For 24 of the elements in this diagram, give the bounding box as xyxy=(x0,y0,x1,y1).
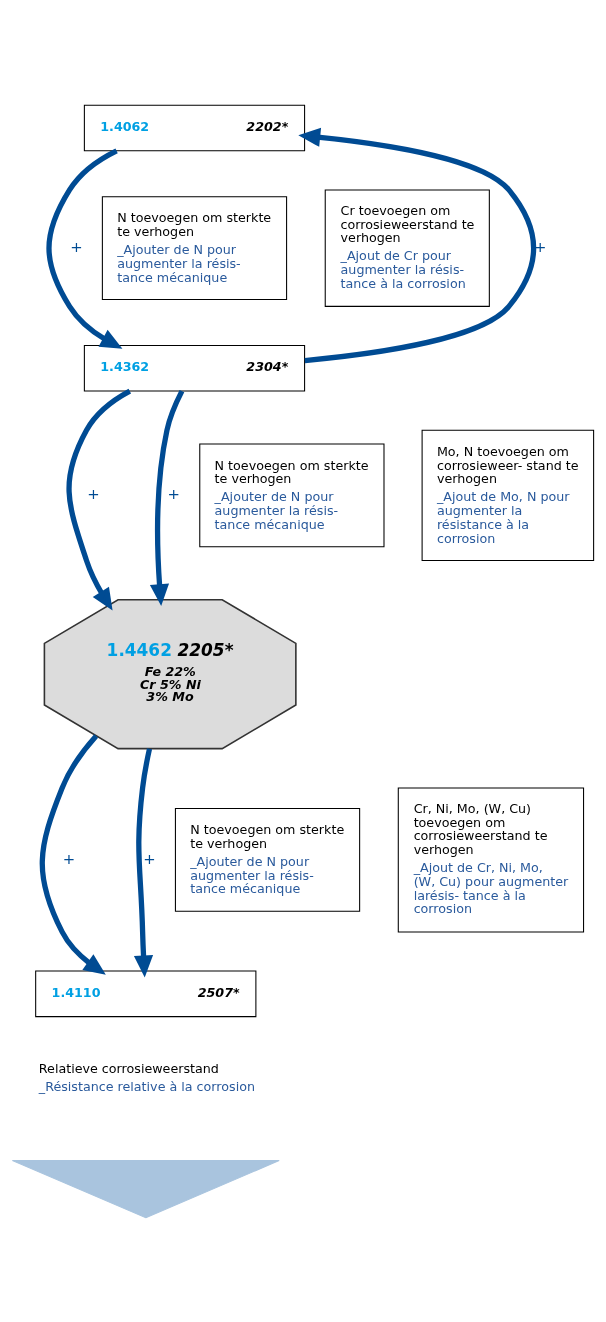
node-box: 1.4362 2304* xyxy=(83,344,306,392)
node-box: N toevoegen om sterkte te verhogen _Ajouter de N pour augmenter la résis- tance mécanique xyxy=(199,443,385,547)
node-arrow xyxy=(11,1159,280,1218)
edge-label: + xyxy=(143,849,156,867)
label: Relatieve corrosieweerstand xyxy=(38,1060,219,1076)
edge-label: + xyxy=(167,484,181,502)
node-box: 1.4110 2507* xyxy=(35,970,257,1017)
edge-label: + xyxy=(87,484,100,502)
node-box: N toevoegen om sterkte te verhogen _Ajouter de N pour augmenter la résis- tance mécanique xyxy=(174,807,361,912)
arrow xyxy=(46,147,123,349)
node-box: Mo, N toevoegen om corrosieweer- stand te verhogen _Ajout de Mo, N pour augmenter la résistance à la corrosion xyxy=(421,429,595,561)
arrow xyxy=(149,389,185,606)
node-box: 1.4062 2202* xyxy=(83,104,306,151)
edge-label: + xyxy=(533,237,547,255)
arrow xyxy=(133,747,154,977)
arrow xyxy=(39,733,106,975)
node-box: Cr, Ni, Mo, (W, Cu) toevoegen om corrosieweerstand te verhogen _Ajout de Cr, Ni, Mo, (W, Cu) pour augmenter larésis- tance à la corrosion xyxy=(397,786,585,932)
node-box: Cr toevoegen om corrosieweerstand te verhogen _Ajout de Cr pour augmenter la résis- tance à la corrosion xyxy=(324,188,490,307)
label: _Résistance relative à la corrosion xyxy=(38,1078,256,1094)
arrow xyxy=(298,127,537,363)
edge-label: + xyxy=(62,849,76,867)
arrow xyxy=(66,388,132,611)
node-box: N toevoegen om sterkte te verhogen _Ajouter de N pour augmenter la résis- tance mécanique xyxy=(101,195,288,300)
edge-label: + xyxy=(70,237,83,255)
